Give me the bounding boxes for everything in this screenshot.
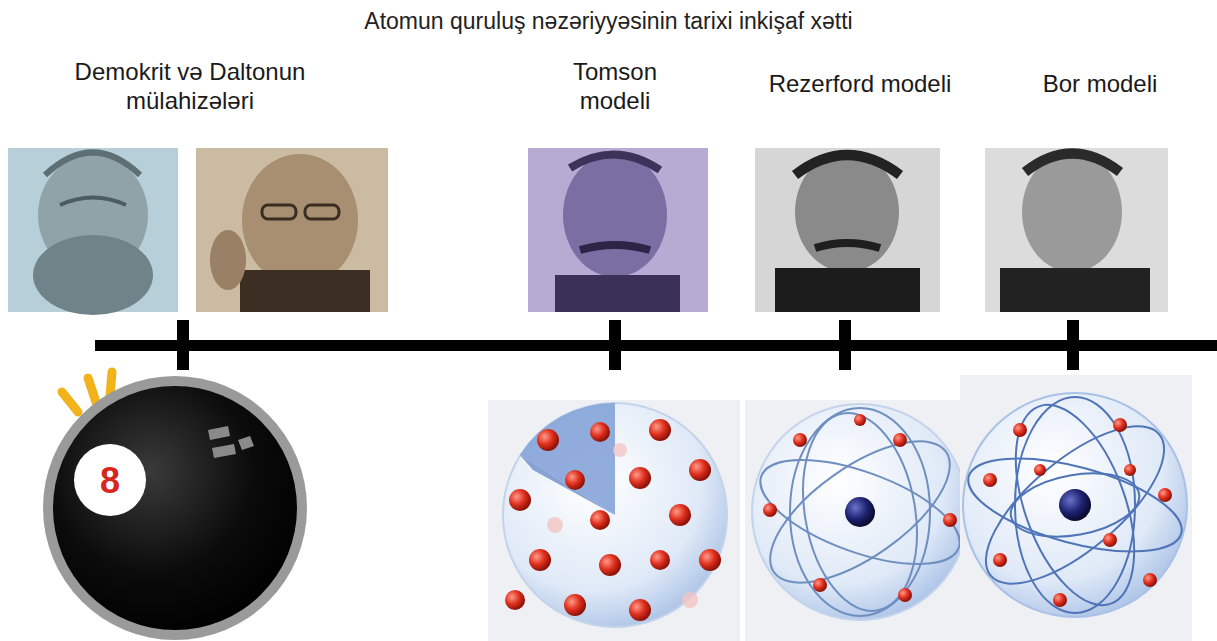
portrait-democritus	[8, 148, 178, 315]
model-heading-text: Rezerford modeli	[769, 70, 952, 97]
model-heading-text: Demokrit və Daltonun mülahizələri	[75, 58, 306, 114]
timeline-tick	[177, 320, 189, 370]
timeline-tick	[1067, 320, 1079, 370]
bohr-model	[959, 375, 1192, 641]
ball-number-text: 8	[100, 460, 120, 501]
portrait-thomson	[528, 148, 708, 312]
model-heading-text: Tomson modeli	[573, 58, 657, 114]
timeline-axis	[95, 340, 1217, 351]
diagram-title: Atomun quruluş nəzəriyyəsinin tarixi ink…	[0, 8, 1217, 36]
plum-pudding-model	[488, 400, 740, 641]
solid-sphere-model	[43, 372, 307, 640]
model-heading: Rezerford modeli	[740, 70, 980, 99]
model-heading-text: Bor modeli	[1043, 70, 1158, 97]
portrait-bohr	[985, 148, 1168, 312]
model-heading: Bor modeli	[1000, 70, 1200, 99]
nuclear-model	[745, 400, 975, 641]
ball-number: 8	[80, 459, 140, 502]
portrait-dalton	[196, 148, 388, 312]
timeline-tick	[609, 320, 621, 370]
model-heading: Demokrit və Daltonun mülahizələri	[40, 58, 340, 116]
model-heading: Tomson modeli	[540, 58, 690, 116]
timeline-tick	[839, 320, 851, 370]
diagram-title-text: Atomun quruluş nəzəriyyəsinin tarixi ink…	[364, 8, 852, 34]
portrait-rutherford	[755, 148, 940, 312]
